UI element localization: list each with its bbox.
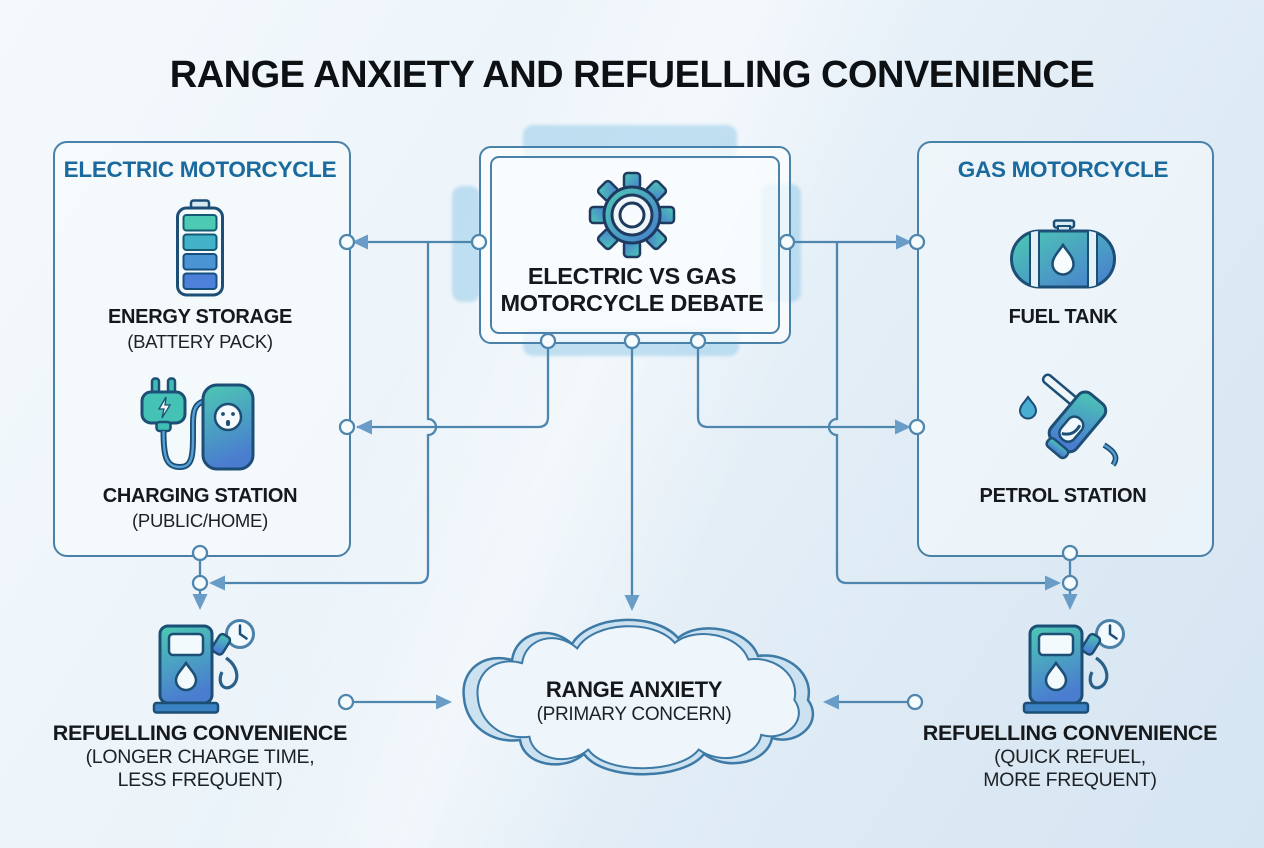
page-title: RANGE ANXIETY AND REFUELLING CONVENIENCE: [169, 54, 1095, 96]
range-anxiety-cloud: [462, 618, 815, 776]
fuel-tank-icon: [1010, 219, 1116, 289]
charging-station-label: CHARGING STATION: [102, 485, 298, 507]
fuel-pump-clock-icon: [152, 619, 255, 714]
electric-panel-header: ELECTRIC MOTORCYCLE: [63, 157, 337, 182]
public-home-sublabel: (PUBLIC/HOME): [132, 510, 268, 531]
range-anxiety-label: RANGE ANXIETY: [545, 677, 723, 702]
quick-refuel-sublabel: (QUICK REFUEL,: [994, 746, 1146, 768]
petrol-station-label: PETROL STATION: [979, 485, 1147, 507]
refuelling-convenience-right-label: REFUELLING CONVENIENCE: [922, 721, 1218, 745]
primary-concern-sublabel: (PRIMARY CONCERN): [536, 704, 732, 725]
charging-station-icon: [140, 377, 255, 471]
more-frequent-sublabel: MORE FREQUENT): [983, 769, 1157, 791]
fuel-tank-label: FUEL TANK: [1008, 306, 1118, 328]
longer-charge-time-sublabel: (LONGER CHARGE TIME,: [85, 746, 315, 768]
gear-icon: [588, 171, 676, 259]
fuel-pump-clock-icon: [1022, 619, 1125, 714]
refuelling-convenience-left-label: REFUELLING CONVENIENCE: [52, 721, 348, 745]
debate-title-line2: MOTORCYCLE DEBATE: [500, 290, 764, 316]
battery-pack-sublabel: (BATTERY PACK): [127, 331, 273, 352]
debate-title-line1: ELECTRIC VS GAS: [527, 263, 737, 289]
less-frequent-sublabel: LESS FREQUENT): [117, 769, 283, 791]
petrol-nozzle-icon: [1018, 373, 1119, 467]
battery-icon: [176, 199, 224, 297]
gas-panel-header: GAS MOTORCYCLE: [957, 157, 1169, 182]
energy-storage-label: ENERGY STORAGE: [108, 306, 292, 328]
